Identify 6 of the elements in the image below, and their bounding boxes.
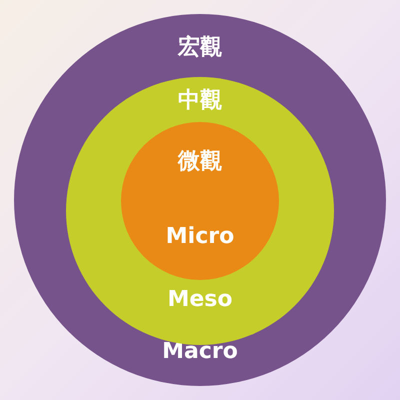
circle-label: Micro bbox=[166, 224, 234, 250]
circle-label: Meso bbox=[167, 287, 233, 313]
circle-label: Macro bbox=[162, 339, 238, 365]
circle-label: 宏觀 bbox=[178, 35, 222, 61]
circle-label: 中觀 bbox=[178, 88, 222, 114]
circle-label: 微觀 bbox=[178, 149, 222, 175]
